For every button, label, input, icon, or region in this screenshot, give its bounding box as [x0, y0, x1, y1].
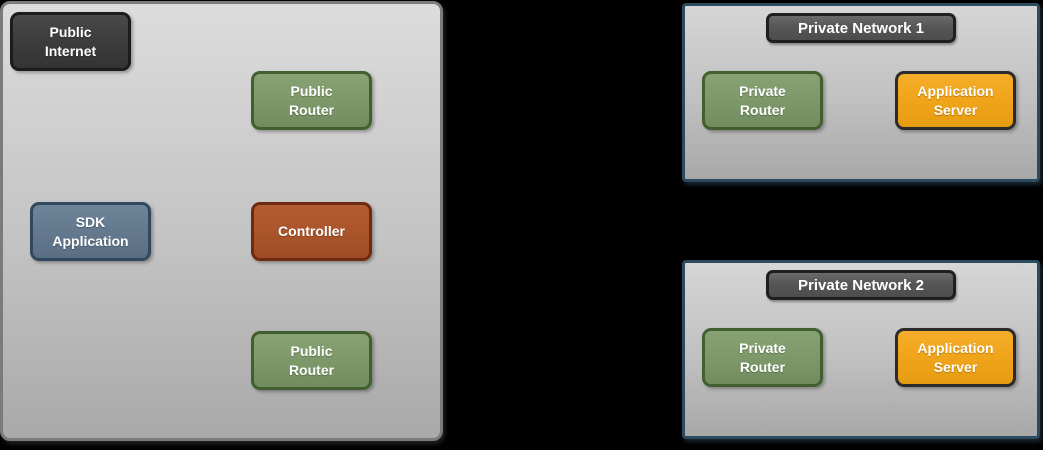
private-network-1-private-router-node: Private Router: [702, 71, 823, 130]
private-network-1-container: Private Network 1 Private Router Applica…: [682, 3, 1040, 182]
private-network-2-title: Private Network 2: [766, 270, 956, 300]
private-network-1-application-server-node: Application Server: [895, 71, 1016, 130]
public-router-bottom-node: Public Router: [251, 331, 372, 390]
private-network-1-title: Private Network 1: [766, 13, 956, 43]
private-network-2-application-server-node: Application Server: [895, 328, 1016, 387]
controller-node: Controller: [251, 202, 372, 261]
public-router-top-node: Public Router: [251, 71, 372, 130]
private-network-2-container: Private Network 2 Private Router Applica…: [682, 260, 1040, 439]
public-zone-container: Public Internet Public Router SDK Applic…: [0, 1, 443, 441]
private-network-2-private-router-node: Private Router: [702, 328, 823, 387]
sdk-application-node: SDK Application: [30, 202, 151, 261]
public-internet-node: Public Internet: [10, 12, 131, 71]
